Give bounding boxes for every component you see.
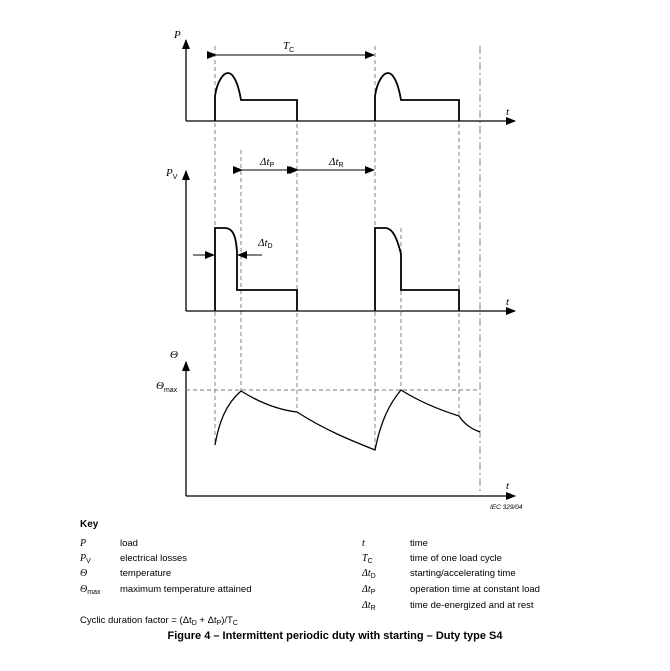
key-right-time: t time xyxy=(362,538,428,549)
temp-axis-label: Θ xyxy=(170,349,178,361)
key-text: time xyxy=(410,538,428,549)
key-symbol: Θ xyxy=(80,584,88,595)
key-left-temperature: Θ temperature xyxy=(80,568,171,579)
key-text: maximum temperature attained xyxy=(120,584,252,595)
key-text: time de-energized and at rest xyxy=(410,600,534,611)
key-left-load: P load xyxy=(80,538,138,549)
key-symbol: Δt xyxy=(362,568,371,579)
delta-r-label: ΔtR xyxy=(328,156,344,169)
key-symbol: T xyxy=(362,553,368,564)
key-text: operation time at constant load xyxy=(410,584,540,595)
key-symbol: P xyxy=(80,553,87,564)
key-title: Key xyxy=(80,519,99,530)
key-text: temperature xyxy=(120,568,172,579)
load-axis-label: P xyxy=(173,29,181,41)
key-text: starting/accelerating time xyxy=(410,568,516,579)
temperature-curve xyxy=(214,389,481,451)
cyclic-duration-formula: Cyclic duration factor = (ΔtD + ΔtP)/TC xyxy=(80,615,238,627)
theta-max-label: Θmax xyxy=(156,380,178,394)
key-text: electrical losses xyxy=(120,553,188,564)
figure-caption: Figure 4 – Intermittent periodic duty wi… xyxy=(167,630,503,642)
key-right-operation: ΔtP operation time at constant load xyxy=(362,584,540,596)
delta-p-label: ΔtP xyxy=(259,156,275,169)
key-right-starting: ΔtD starting/accelerating time xyxy=(362,568,516,580)
losses-panel: PV t ΔtP ΔtR ΔtD xyxy=(165,156,516,315)
iec-reference: IEC 329/04 xyxy=(490,504,523,511)
key-symbol: P xyxy=(80,538,87,549)
delta-d-label: ΔtD xyxy=(257,237,273,250)
key-right-rest: ΔtR time de-energized and at rest xyxy=(362,600,534,612)
key-symbol: Δt xyxy=(362,600,371,611)
key-symbol: Θ xyxy=(80,568,88,579)
load-t-label: t xyxy=(506,106,510,118)
key-right-cycle: TC time of one load cycle xyxy=(362,553,502,565)
temperature-panel: Θ t Θmax IEC 329/04 xyxy=(156,349,523,511)
duty-cycle-diagram: P t TC PV t ΔtP ΔtR ΔtD Θ t Θmax IEC 329… xyxy=(156,29,523,511)
losses-axis-label: PV xyxy=(165,167,178,181)
load-panel: P t TC xyxy=(173,29,516,125)
key-symbol: Δt xyxy=(362,584,371,595)
losses-t-label: t xyxy=(506,296,510,308)
losses-curve xyxy=(214,227,460,311)
key-text: time of one load cycle xyxy=(410,553,502,564)
key-text: load xyxy=(120,538,138,549)
cycle-label: TC xyxy=(283,40,294,54)
key-left-losses: PV electrical losses xyxy=(80,553,188,565)
key-left-theta-max: Θmax maximum temperature attained xyxy=(80,584,252,596)
key-symbol: t xyxy=(362,538,365,549)
time-guide-lines xyxy=(214,46,481,494)
temp-t-label: t xyxy=(506,480,510,492)
load-curve xyxy=(214,72,460,121)
